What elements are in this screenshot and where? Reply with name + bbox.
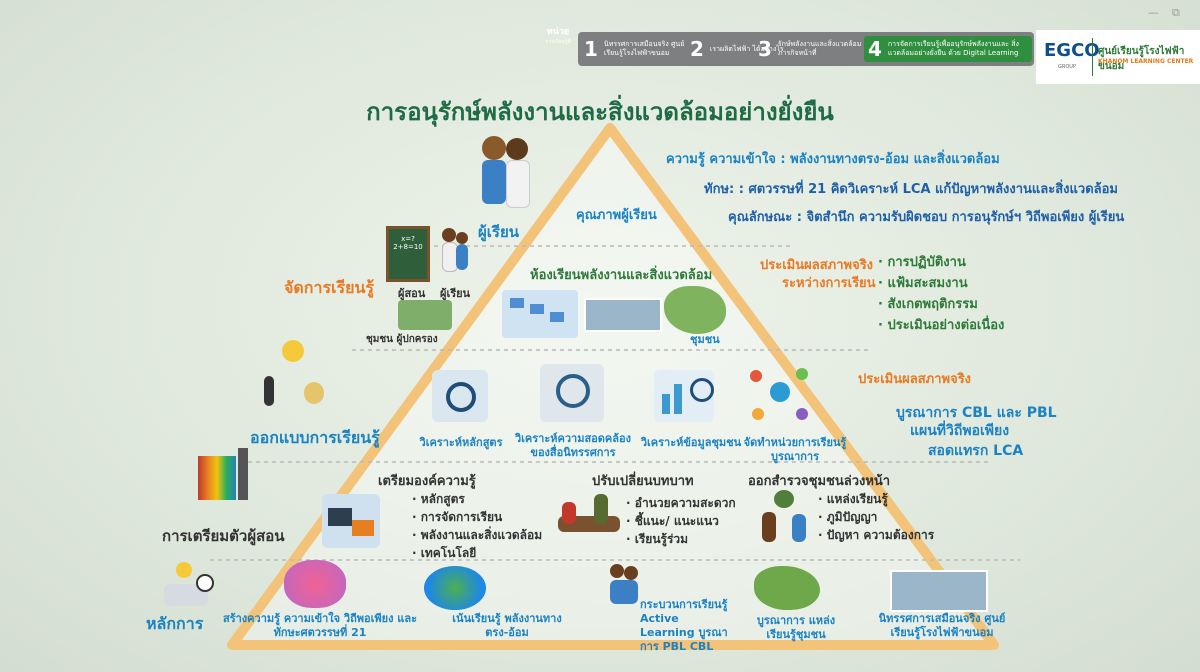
principle-text: เน้นเรียนรู้ พลังงานทางตรง-อ้อม: [452, 612, 562, 639]
principle-text: นิทรรศการเสมือนจริง ศูนย์เรียนรู้โรงไฟฟ้…: [878, 612, 1006, 639]
step-3[interactable]: 3 รักษ์พลังงานและสิ่งแวดล้อม เป็นภารกิจห…: [758, 36, 878, 62]
egco-logo: EGCO GROUP ศูนย์เรียนรู้โรงไฟฟ้าขนอม KHA…: [1036, 30, 1200, 84]
prep-role-item: · ชี้แนะ/ แนะแนว: [626, 514, 719, 528]
quality-label: คุณภาพผู้เรียน: [576, 208, 657, 223]
assess-item: · การปฏิบัติงาน: [878, 255, 966, 270]
teacher-student-illustration: [440, 228, 472, 278]
prep-knowledge-item: · หลักสูตร: [412, 492, 465, 506]
step-number: 2: [690, 37, 704, 61]
principle-text: สร้างความรู้ ความเข้าใจ วิถีพอเพียง และท…: [222, 612, 418, 639]
knowledge-prep-icon: [322, 494, 380, 548]
unit-tag: หน่วย การเรียนรู้ที่: [540, 24, 576, 46]
exhibition-photo: [584, 298, 662, 332]
prep-role-item: · เรียนรู้ร่วม: [626, 532, 689, 546]
step-label: นิทรรศการเสมือนจริง ศูนย์เรียนรู้โรงไฟฟ้…: [603, 40, 685, 57]
traits-text: คุณลักษณะ : จิตสำนึก ความรับผิดชอบ การอน…: [728, 210, 1125, 225]
unit-sub: การเรียนรู้ที่: [545, 39, 571, 45]
assess-real-list: · การปฏิบัติงาน · แฟ้มสะสมงาน · สังเกตพฤ…: [878, 252, 1004, 336]
integrated-unit-icon: [748, 364, 812, 426]
curriculum-analysis-icon: [432, 370, 488, 422]
community-tag: ชุมชน: [690, 333, 720, 346]
chalkboard-icon: x=? 2+8=10: [386, 226, 430, 282]
knowledge-text: ความรู้ ความเข้าใจ : พลังงานทางตรง-อ้อม …: [666, 152, 1000, 167]
prep-survey-list: · แหล่งเรียนรู้ · ภูมิปัญญา · ปัญหา ความ…: [818, 490, 934, 544]
brain-icon: [284, 560, 346, 608]
media-alignment-icon: [540, 364, 604, 422]
community-source-map-icon: [754, 566, 820, 610]
step-1[interactable]: 1 นิทรรศการเสมือนจริง ศูนย์เรียนรู้โรงไฟ…: [584, 36, 690, 62]
assess-item: · แฟ้มสะสมงาน: [878, 276, 968, 291]
assess-real-title-1: ประเมินผลสภาพจริง: [760, 258, 874, 273]
design-learning-label: ออกแบบการเรียนรู้: [250, 428, 380, 447]
prep-knowledge-title: เตรียมองค์ความรู้: [378, 474, 476, 489]
step-number: 3: [758, 37, 772, 61]
page-title: การอนุรักษ์พลังงานและสิ่งแวดล้อมอย่างยั่…: [366, 98, 834, 126]
community-map-icon: [664, 286, 726, 334]
logo-divider: [1092, 38, 1093, 76]
step-label: การจัดการเรียนรู้เพื่ออนุรักษ์พลังงานและ…: [887, 40, 1019, 57]
prep-survey-item: · ปัญหา ความต้องการ: [818, 528, 935, 542]
egco-brand: EGCO: [1044, 40, 1100, 61]
prep-role-list: · อำนวยความสะดวก · ชี้แนะ/ แนะแนว · เรีย…: [626, 494, 736, 548]
energy-globe-icon: [424, 566, 486, 610]
prep-role-item: · อำนวยความสะดวก: [626, 496, 736, 510]
assess-item: · ประเมินอย่างต่อเนื่อง: [878, 318, 1005, 333]
teacher-label: ผู้สอน: [398, 287, 426, 300]
step-2[interactable]: 2 เราผลิตไฟฟ้า ได้อย่างไร: [690, 36, 796, 62]
community-group-photo: [398, 300, 452, 330]
prep-survey-item: · ภูมิปัญญา: [818, 510, 878, 524]
manage-learning-label: จัดการเรียนรู้: [284, 278, 374, 297]
learner-label: ผู้เรียน: [440, 287, 471, 300]
assess2-line: แผนที่วิถีพอเพียง: [910, 423, 1010, 439]
step-label: รักษ์พลังงานและสิ่งแวดล้อม เป็นภารกิจหน้…: [777, 40, 876, 57]
step-4-active[interactable]: 4 การจัดการเรียนรู้เพื่ออนุรักษ์พลังงานแ…: [864, 36, 1032, 62]
prep-role-title: ปรับเปลี่ยนบทบาท: [592, 474, 694, 489]
center-name-en: KHANOM LEARNING CENTER: [1098, 58, 1194, 65]
digital-classroom-illustration: [502, 290, 578, 338]
design-card-label: จัดทำหน่วยการเรียนรู้ บูรณาการ: [743, 436, 847, 463]
minimize-button[interactable]: —: [1148, 6, 1159, 19]
community-data-icon: [654, 370, 714, 422]
prep-knowledge-item: · การจัดการเรียน: [412, 510, 503, 524]
prep-knowledge-item: · พลังงานและสิ่งแวดล้อม: [412, 528, 543, 542]
assess2-line: สอดแทรก LCA: [928, 443, 1024, 459]
students-illustration: [478, 136, 538, 216]
prep-survey-title: ออกสำรวจชุมชนล่วงหน้า: [748, 474, 891, 489]
teacher-prep-label: การเตรียมตัวผู้สอน: [162, 527, 285, 545]
principle-text: บูรณาการ แหล่งเรียนรู้ชุมชน: [756, 614, 836, 641]
community-survey-illustration: [754, 490, 816, 550]
step-number: 4: [868, 37, 882, 61]
principles-illustration: [156, 562, 216, 612]
unit-label: หน่วย: [546, 27, 570, 37]
egco-group: GROUP: [1058, 64, 1076, 70]
prep-survey-item: · แหล่งเรียนรู้: [818, 492, 888, 506]
design-learning-illustration: [254, 336, 334, 414]
assess-item: · สังเกตพฤติกรรม: [878, 297, 978, 312]
restore-button[interactable]: ⧉: [1172, 6, 1180, 19]
apex-student-label: ผู้เรียน: [478, 223, 520, 241]
unit-step-bar: 1 นิทรรศการเสมือนจริง ศูนย์เรียนรู้โรงไฟ…: [578, 32, 1034, 66]
virtual-exhibition-photo: [890, 570, 988, 612]
center-name-th: ศูนย์เรียนรู้โรงไฟฟ้าขนอม: [1098, 46, 1185, 72]
step-label: เราผลิตไฟฟ้า ได้อย่างไร: [709, 44, 784, 53]
principle-text: กระบวนการเรียนรู้ Active Learning บูรณาก…: [640, 598, 728, 653]
principles-label: หลักการ: [146, 614, 204, 633]
assess2-line: บูรณาการ CBL และ PBL: [896, 405, 1057, 421]
role-change-illustration: [554, 494, 624, 548]
skills-text: ทักษ: : ศตวรรษที่ 21 คิดวิเคราะห์ LCA แก…: [704, 182, 1118, 197]
prep-knowledge-item: · เทคโนโลยี: [412, 546, 477, 560]
assess-real-title-2: ระหว่างการเรียน: [782, 276, 876, 291]
teacher-prep-illustration: [196, 448, 252, 504]
step-number: 1: [584, 37, 598, 61]
prep-knowledge-list: · หลักสูตร · การจัดการเรียน · พลังงานและ…: [412, 490, 542, 562]
design-card-label: วิเคราะห์ข้อมูลชุมชน: [640, 436, 742, 449]
assess2-title: ประเมินผลสภาพจริง: [858, 372, 972, 387]
design-card-label: วิเคราะห์หลักสูตร: [419, 436, 503, 449]
chalkboard-text: x=? 2+8=10: [393, 235, 423, 251]
community-parents-label: ชุมชน ผู้ปกครอง: [366, 334, 438, 345]
classroom-title: ห้องเรียนพลังงานและสิ่งแวดล้อม: [530, 268, 713, 283]
design-card-label: วิเคราะห์ความสอดคล้อง ของสื่อนิทรรศการ: [514, 432, 632, 459]
active-learning-students-icon: [608, 564, 642, 606]
